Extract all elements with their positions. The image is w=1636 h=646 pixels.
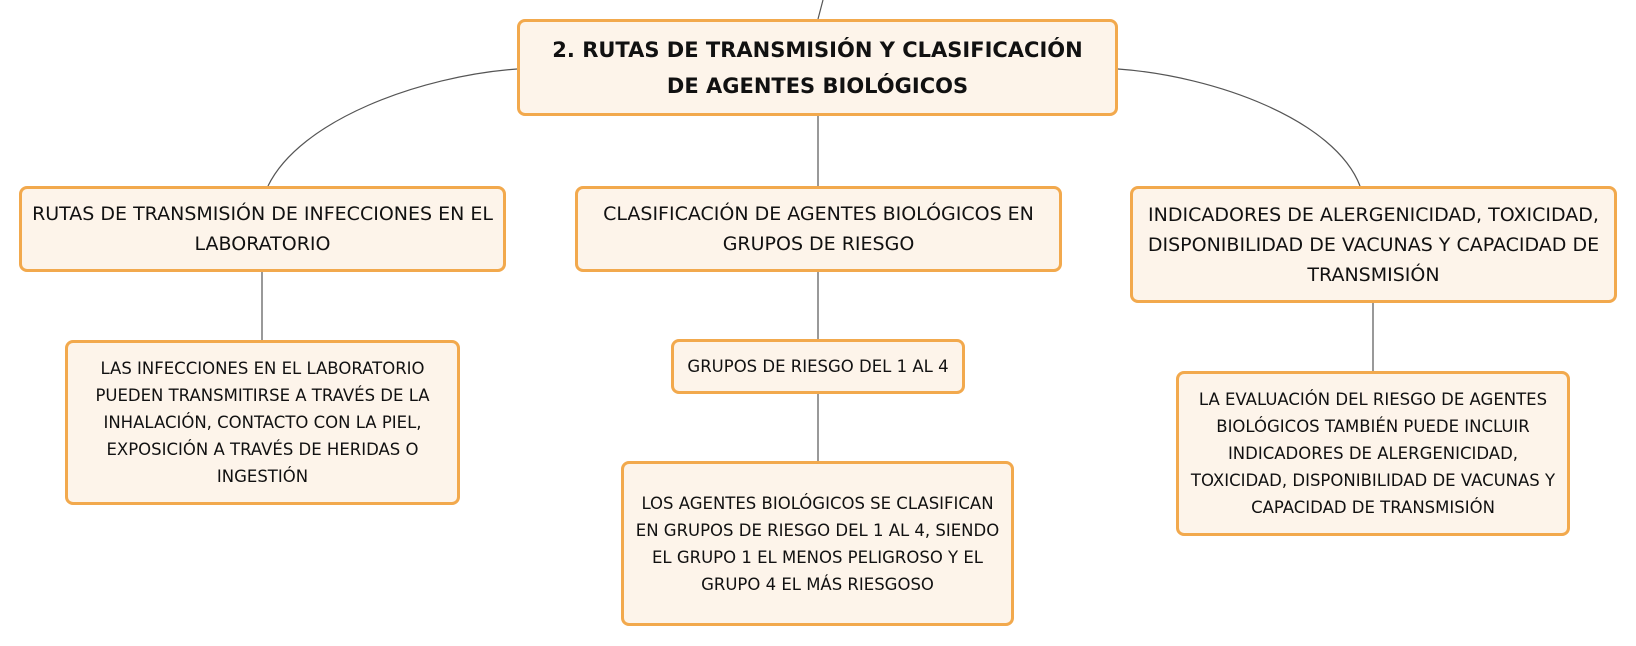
connector-parent-to-root	[817, 0, 824, 20]
detail-label-risk-groups: LOS AGENTES BIOLÓGICOS SE CLASIFICAN EN …	[635, 493, 1000, 594]
detail-node-risk-groups[interactable]: LOS AGENTES BIOLÓGICOS SE CLASIFICAN EN …	[621, 461, 1014, 626]
detail-label-transmission-routes: LAS INFECCIONES EN EL LABORATORIO PUEDEN…	[95, 359, 430, 486]
connector-root-to-right	[1117, 68, 1361, 187]
root-topic-label: 2. RUTAS DE TRANSMISIÓN Y CLASIFICACIÓN …	[552, 37, 1083, 98]
branch-node-risk-indicators[interactable]: INDICADORES DE ALERGENICIDAD, TOXICIDAD,…	[1130, 186, 1617, 303]
detail-label-risk-indicators: LA EVALUACIÓN DEL RIESGO DE AGENTES BIOL…	[1190, 390, 1556, 517]
detail-node-transmission-routes[interactable]: LAS INFECCIONES EN EL LABORATORIO PUEDEN…	[65, 340, 460, 505]
branch-label-transmission-routes: RUTAS DE TRANSMISIÓN DE INFECCIONES EN E…	[32, 203, 493, 255]
branch-node-risk-groups-classification[interactable]: CLASIFICACIÓN DE AGENTES BIOLÓGICOS EN G…	[575, 186, 1062, 272]
branch-label-risk-indicators: INDICADORES DE ALERGENICIDAD, TOXICIDAD,…	[1147, 203, 1600, 286]
subtopic-node-risk-groups[interactable]: GRUPOS DE RIESGO DEL 1 AL 4	[671, 339, 965, 394]
branch-label-risk-groups-classification: CLASIFICACIÓN DE AGENTES BIOLÓGICOS EN G…	[603, 203, 1034, 255]
detail-node-risk-indicators[interactable]: LA EVALUACIÓN DEL RIESGO DE AGENTES BIOL…	[1176, 371, 1570, 536]
branch-node-transmission-routes[interactable]: RUTAS DE TRANSMISIÓN DE INFECCIONES EN E…	[19, 186, 506, 272]
subtopic-label-risk-groups: GRUPOS DE RIESGO DEL 1 AL 4	[687, 356, 949, 376]
connector-root-to-left	[267, 68, 518, 187]
root-topic-node[interactable]: 2. RUTAS DE TRANSMISIÓN Y CLASIFICACIÓN …	[517, 19, 1118, 116]
